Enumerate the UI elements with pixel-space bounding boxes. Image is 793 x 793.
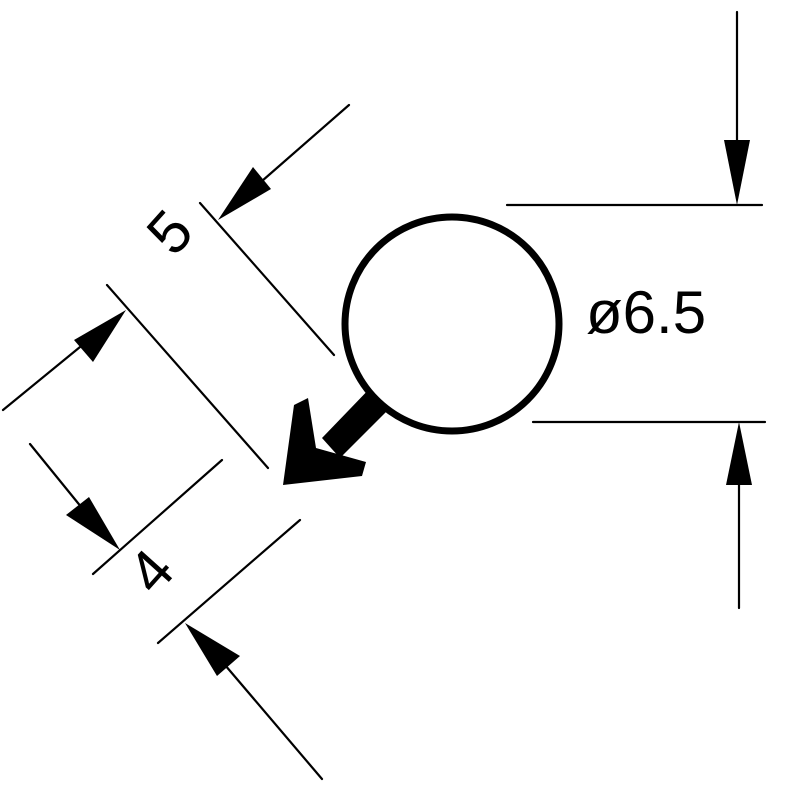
profile-circle bbox=[341, 213, 563, 435]
diameter-dimension: ø6.5 bbox=[505, 10, 767, 610]
lower-bottom-arrow-shaft bbox=[223, 663, 324, 781]
seal-profile bbox=[283, 213, 563, 485]
lower-extension-line-upper bbox=[91, 458, 224, 576]
upper-extension-line-outer bbox=[198, 201, 336, 357]
lower-left-arrow-shaft bbox=[1, 345, 82, 412]
lower-left-arrowhead bbox=[74, 310, 126, 362]
lower-width-dimension: 4 bbox=[28, 442, 324, 781]
profile-arrow-foot bbox=[283, 398, 366, 485]
diameter-label: ø6.5 bbox=[586, 279, 706, 346]
upper-extension-line-inner bbox=[105, 283, 270, 470]
lower-top-arrow-shaft bbox=[28, 442, 84, 510]
diameter-top-arrowhead bbox=[724, 140, 750, 205]
upper-arrowhead bbox=[218, 167, 271, 220]
lower-width-label: 4 bbox=[115, 536, 187, 606]
lower-extension-line-lower bbox=[156, 518, 302, 645]
lower-bottom-arrowhead bbox=[185, 623, 240, 676]
upper-arrow-shaft bbox=[260, 103, 351, 183]
diameter-bottom-arrowhead bbox=[726, 422, 752, 485]
upper-width-label: 5 bbox=[134, 197, 206, 267]
lower-top-arrowhead bbox=[66, 497, 120, 550]
